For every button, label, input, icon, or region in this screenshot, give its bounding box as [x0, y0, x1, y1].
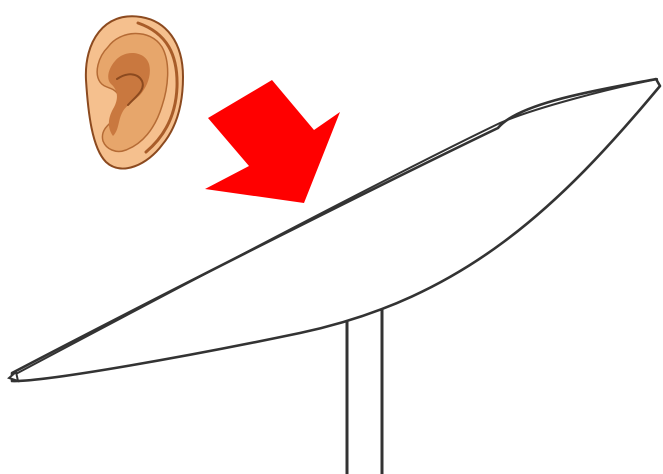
down-right-arrow-icon: [205, 80, 340, 203]
ear-icon: [86, 16, 183, 168]
dish-mast: [347, 306, 382, 474]
